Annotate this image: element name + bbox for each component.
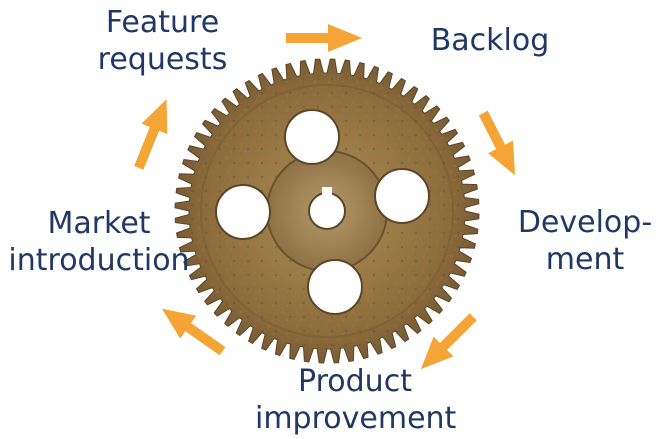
node-market-introduction-line1: Market [47,206,151,241]
node-backlog-line1: Backlog [430,23,550,58]
node-feature-requests: Feature requests [75,4,250,78]
node-product-improvement-line2: improvement [255,401,457,436]
node-product-improvement: Product improvement [255,363,457,437]
node-backlog: Backlog [420,22,560,59]
node-feature-requests-line1: Feature [105,5,220,40]
node-development-line1: Develop- [517,205,653,240]
node-product-improvement-line1: Product [298,364,412,399]
node-development: Develop- ment [510,204,660,278]
node-feature-requests-line2: requests [97,42,228,77]
node-market-introduction-line2: introduction [8,243,190,278]
node-market-introduction: Market introduction [0,205,198,279]
node-development-line2: ment [545,242,625,277]
